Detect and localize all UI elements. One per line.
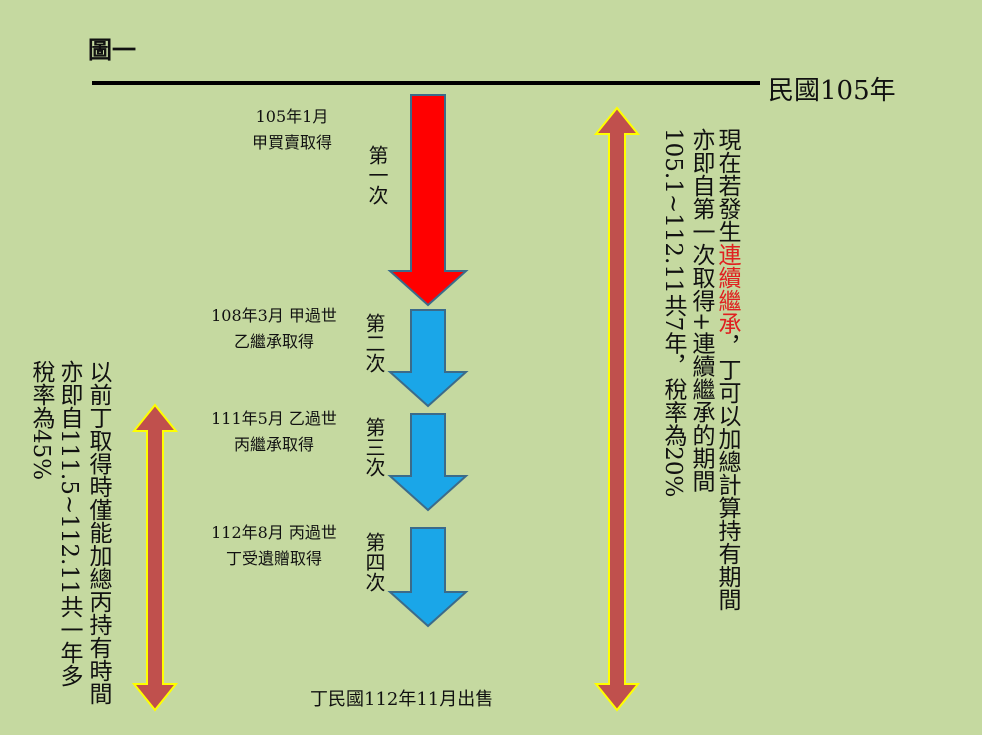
right-note-line-1: 現在若發生連續繼承，丁可以加總計算持有期間 <box>714 128 740 611</box>
full-holding-period-arrow <box>593 106 641 712</box>
left-note-line-3: 稅率為45% <box>28 360 54 481</box>
event-4-date: 112年8月 丙過世 <box>211 523 337 542</box>
event-2-date: 108年3月 甲過世 <box>211 306 337 325</box>
right-note-line-1-pre: 現在若發生 <box>714 128 740 243</box>
stage-4-label: 第四次 <box>362 532 386 592</box>
start-year-label: 民國105年 <box>768 76 896 106</box>
event-1-date: 105年1月 <box>255 107 329 126</box>
stage-3-label: 第三次 <box>362 417 386 477</box>
event-2: 108年3月 甲過世 乙繼承取得 <box>186 303 362 355</box>
right-note-line-1-post: ，丁可以加總計算持有期間 <box>714 335 740 611</box>
figure-title: 圖一 <box>88 35 136 64</box>
event-4: 112年8月 丙過世 丁受遺贈取得 <box>186 520 362 572</box>
event-2-desc: 乙繼承取得 <box>233 332 314 351</box>
right-note-line-3: 105.1~112.11共7年，稅率為20% <box>660 128 686 498</box>
stage-1-label: 第一次 <box>365 145 389 205</box>
partial-holding-period-arrow <box>131 403 179 712</box>
event-3-desc: 丙繼承取得 <box>233 435 314 454</box>
stage-1-arrow <box>387 94 469 307</box>
event-1: 105年1月 甲買賣取得 <box>222 104 362 156</box>
event-3-date: 111年5月 乙過世 <box>211 409 337 428</box>
stage-4-arrow <box>387 527 469 628</box>
right-note-line-2: 亦即自第一次取得+連續繼承的期間 <box>688 128 714 493</box>
flow-arrows <box>387 94 469 628</box>
left-note-line-1: 以前丁取得時僅能加總丙持有時間 <box>85 360 111 705</box>
stage-2-label: 第二次 <box>362 313 386 373</box>
stage-2-arrow <box>387 309 469 408</box>
period-arrows <box>131 106 641 712</box>
stage-3-arrow <box>387 413 469 512</box>
sale-label: 丁民國112年11月出售 <box>310 689 494 710</box>
event-4-desc: 丁受遺贈取得 <box>225 549 322 568</box>
right-note-highlight: 連續繼承 <box>714 243 740 335</box>
left-note-line-2: 亦即自111.5~112.11共一年多 <box>56 360 82 687</box>
event-1-desc: 甲買賣取得 <box>251 133 332 152</box>
event-3: 111年5月 乙過世 丙繼承取得 <box>186 406 362 458</box>
